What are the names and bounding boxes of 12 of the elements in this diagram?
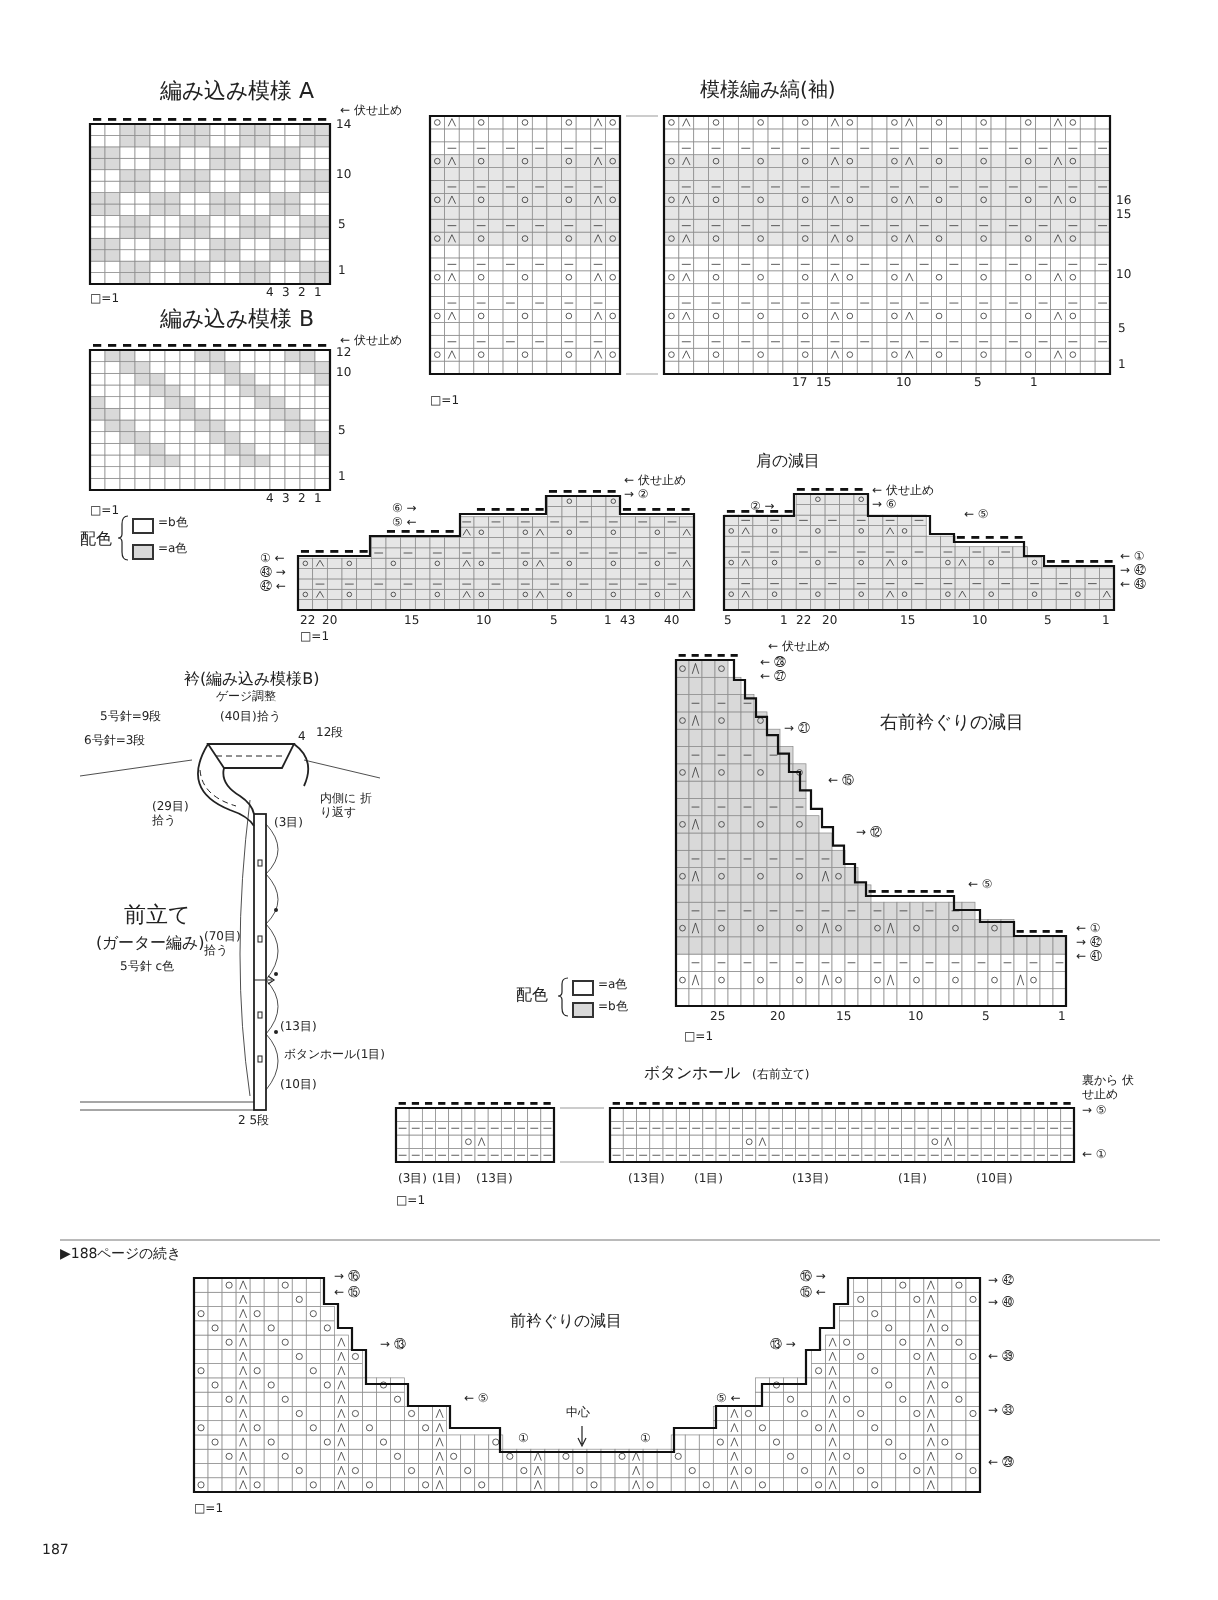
chart-title: 肩の減目	[756, 454, 820, 472]
chart-title: ボタンホール	[644, 1066, 740, 1084]
section-title: 前立て	[124, 904, 190, 929]
chart-title: 模様編み縞(袖)	[700, 80, 836, 102]
chart-title: 右前衿ぐりの減目	[880, 716, 1024, 736]
chart-title: 衿(編み込み模様B)	[184, 672, 320, 690]
section-title: (ガーター編み)	[96, 936, 205, 952]
color-label: 配色	[516, 988, 548, 1006]
chart-title: 前衿ぐりの減目	[510, 1314, 622, 1332]
chart-title: 編み込み模様 B	[160, 308, 315, 333]
color-label: 配色	[80, 532, 112, 550]
chart-title: 編み込み模様 A	[160, 80, 315, 105]
